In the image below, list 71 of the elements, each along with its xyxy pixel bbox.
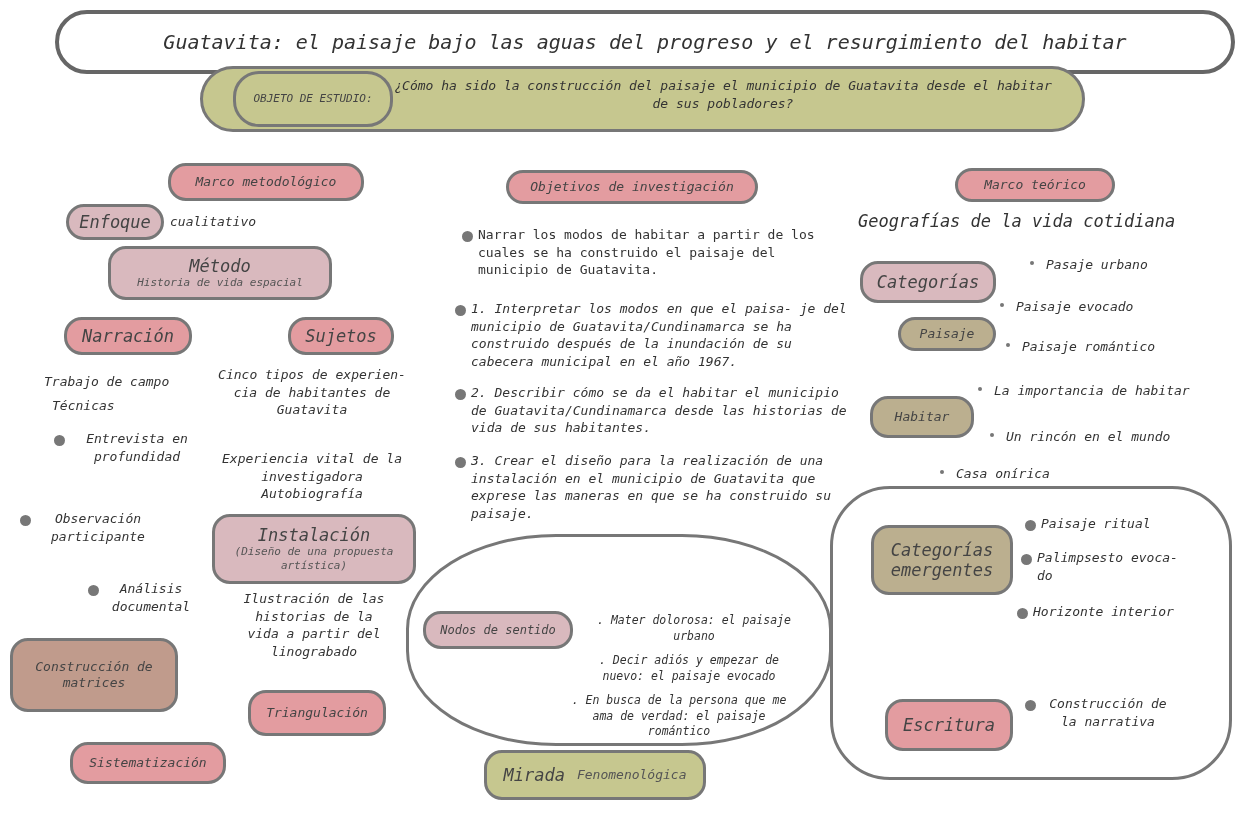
bullet-item: Pasaje urbano [1030,256,1230,274]
box-subtitle: Fenomenológica [576,766,687,784]
rounded-box [233,71,393,127]
bullet-item: 3. Crear el diseño para la realización de una instalación en el municipio de Guatavita que exprese las maneras en que se ha construido su paisaje. [455,452,855,523]
bullet-item: Casa onírica [940,465,1140,483]
box-title: Objetivos de investigación [530,179,734,195]
box-title: Triangulación [266,705,368,721]
text-item: Paisaje ritual [1025,515,1215,533]
box-title: Construcción de matrices [34,659,154,691]
bullet-item: Paisaje romántico [1006,338,1206,356]
group-outline [830,486,1232,780]
rounded-box [288,317,394,355]
rounded-box [871,525,1013,595]
text-item: Palimpsesto evoca- do [1021,549,1201,585]
bullet-item: Narrar los modos de habitar a partir de los cuales se ha construido el paisaje del municipio de Guatavita. [462,226,842,279]
box-title: Nodos de sentido [440,622,556,638]
side-note: cualitativo [170,214,257,229]
rounded-box [506,170,758,204]
box-title: Categorías [876,271,980,293]
text-item: Construcción de la narrativa [1025,695,1175,731]
label: Cinco tipos de experien- cia de habitantes de Guatavita [217,366,407,419]
text-item: . Decir adiós y empezar de nuevo: el paisaje evocado [598,653,780,685]
box-title: Sistematización [89,755,207,771]
box-title: Categorías emergentes [889,539,995,581]
box-title: Narración [81,325,175,347]
bullet-item: Paisaje evocado [1000,298,1200,316]
bullet-item: Observación participante [20,510,160,546]
box-title: Instalación [257,525,371,546]
bullet-item: Entrevista en profundidad [54,430,204,466]
box-title: Enfoque [79,211,151,233]
box-subtitle: Historia de vida espacial [137,276,303,291]
bullet-item: 2. Describir cómo se da el habitar el municipio de Guatavita/Cundinamarca desde las historias de vida de sus habitantes. [455,384,855,437]
label: Geografías de la vida cotidiana [858,210,1177,233]
label: Experiencia vital de la investigadora Autobiografía [221,450,403,503]
bullet-item: Un rincón en el mundo [990,428,1210,446]
rounded-box [70,742,226,784]
box-title: Método [189,255,251,277]
box-title: Sujetos [305,325,377,347]
bullet-item: La importancia de habitar [978,382,1228,400]
rounded-box [423,611,573,649]
box-title: Habitar [894,409,950,425]
bullet-item: 1. Interpretar los modos en que el paisa- je del municipio de Guatavita/Cundinamarca se ha construido después de la inundación de su cabecera municipal en el año 1967. [455,300,855,371]
rounded-box [484,750,706,800]
group-outline [406,534,832,746]
rounded-box [212,514,416,584]
rounded-box [898,317,996,351]
rounded-box [168,163,364,201]
rounded-box [66,204,164,240]
text-item: . En busca de la persona que me ama de verdad: el paisaje romántico [570,693,788,740]
box-subtitle: (Diseño de una propuesta artística) [233,545,395,573]
rounded-box [955,168,1115,202]
label: Trabajo de campo [44,373,171,391]
box-title: Paisaje [919,326,975,342]
rounded-box [885,699,1013,751]
rounded-box [108,246,332,300]
label: Ilustración de las historias de la vida a partir del linograbado [242,590,386,661]
bullet-item: Análisis documental [88,580,198,616]
rounded-box [64,317,192,355]
box-title: Marco teórico [984,177,1086,193]
label: Técnicas [52,397,116,415]
rounded-box [248,690,386,736]
text-item: ¿Cómo ha sido la construcción del paisaje el municipio de Guatavita desde el habitar de sus pobladores? [393,77,1053,113]
rounded-box [10,638,178,712]
text-item: . Mater dolorosa: el paisaje urbano [596,613,792,645]
rounded-box [860,261,996,303]
rounded-box [870,396,974,438]
box-title: OBJETO DE ESTUDIO: [253,92,373,106]
box-title: Marco metodológico [195,174,337,190]
box-title: Mirada [503,764,565,786]
box-title: Escritura [902,714,996,736]
text-item: Horizonte interior [1017,603,1217,621]
